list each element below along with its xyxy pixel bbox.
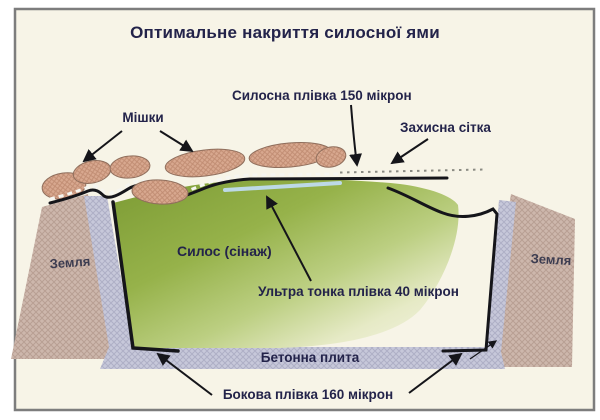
arrow-side-film-corner <box>469 340 498 360</box>
arrow-bags-left <box>82 130 123 163</box>
arrow-ultra-thin-film <box>266 195 312 282</box>
silage-mass <box>113 178 459 348</box>
arrow-protective-net <box>390 138 429 165</box>
earth-left-block <box>11 194 110 359</box>
right-side-film-line <box>386 186 499 353</box>
label-earth-right: Земля <box>530 251 571 268</box>
silage-bag <box>164 148 246 178</box>
label-side-film: Бокова плівка 160 мікрон <box>223 387 393 402</box>
arrow-side-film-right <box>408 352 463 394</box>
label-bags: Мішки <box>122 110 163 125</box>
label-silage-film: Силосна плівка 150 мікрон <box>232 88 412 103</box>
label-silage: Силос (сінаж) <box>177 243 272 259</box>
silage-bag <box>109 155 151 179</box>
ultra-thin-film-strip <box>223 181 342 192</box>
arrow-bags-right <box>159 130 194 153</box>
silage-bag <box>131 179 189 205</box>
net-dotted-line <box>339 168 484 174</box>
diagram-title: Оптимальне накриття силосної ями <box>130 23 440 42</box>
arrow-silage-film <box>349 104 362 167</box>
net-dashed-line <box>49 172 341 201</box>
top-film-line <box>48 176 449 205</box>
label-concrete-slab: Бетонна плита <box>261 350 360 365</box>
arrow-side-film-left <box>156 352 213 396</box>
label-protective-net: Захисна сітка <box>400 120 491 135</box>
label-ultra-thin-film: Ультра тонка плівка 40 мікрон <box>258 284 459 299</box>
left-side-film-line <box>111 200 180 353</box>
label-earth-left: Земля <box>49 254 91 272</box>
silage-bag <box>315 146 347 168</box>
